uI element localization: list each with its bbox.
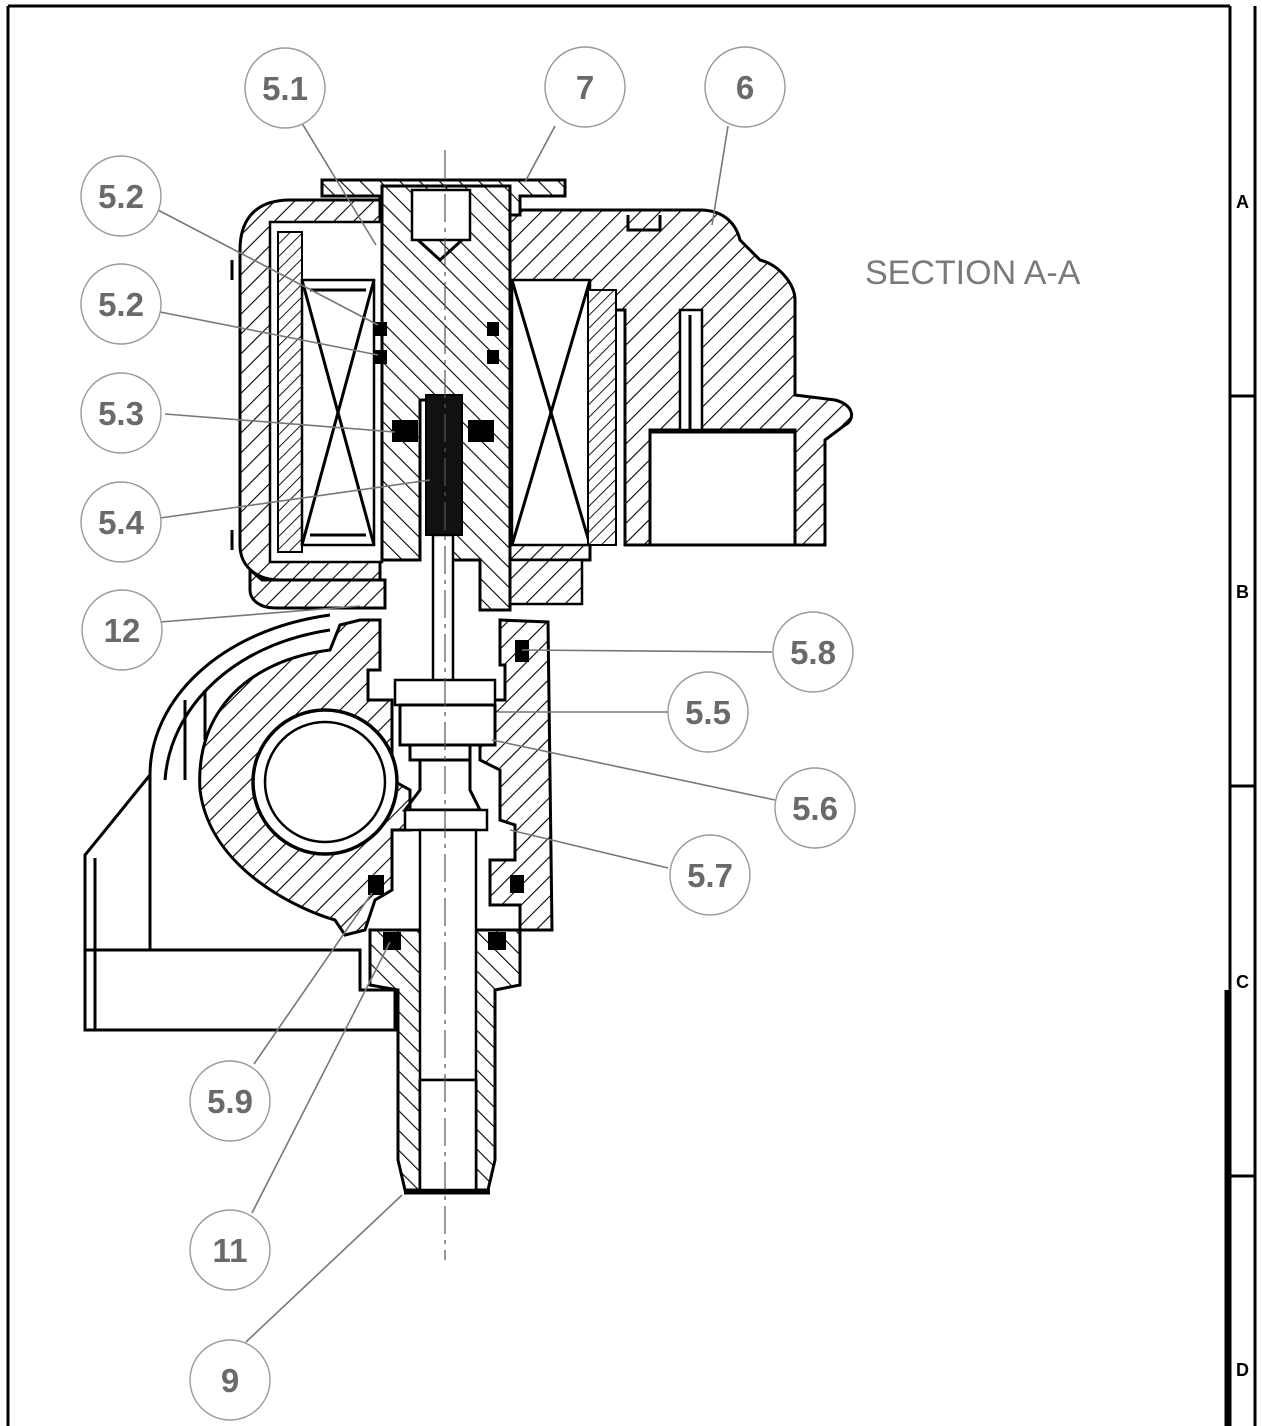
balloon-9: 9 (189, 1339, 271, 1421)
balloon-5-7: 5.7 (669, 834, 751, 916)
zone-label-a: A (1236, 192, 1249, 212)
balloon-7: 7 (544, 46, 626, 128)
balloon-5-6: 5.6 (774, 767, 856, 849)
balloon-5-9: 5.9 (189, 1060, 271, 1142)
balloon-5-8: 5.8 (772, 611, 854, 693)
outlet-nozzle (368, 828, 522, 1195)
balloon-7-label: 7 (576, 69, 594, 106)
zone-label-c: C (1236, 972, 1249, 992)
balloon-5-1-label: 5.1 (262, 70, 308, 107)
zone-label-d: D (1236, 1360, 1249, 1380)
balloon-11-label: 11 (213, 1232, 248, 1269)
balloon-5-2-lower-label: 5.2 (98, 286, 144, 323)
balloon-5-1: 5.1 (244, 47, 326, 129)
armature-tube (375, 184, 512, 687)
balloon-5-6-label: 5.6 (792, 790, 838, 827)
balloon-5-4: 5.4 (80, 481, 162, 563)
balloon-5-5-label: 5.5 (685, 694, 731, 731)
balloon-5-2-upper-label: 5.2 (98, 178, 144, 215)
balloon-12-label: 12 (104, 612, 141, 649)
balloon-6: 6 (704, 46, 786, 128)
coil-body-right (508, 208, 854, 606)
balloon-5-2-lower: 5.2 (80, 263, 162, 345)
balloon-5-5: 5.5 (667, 671, 749, 753)
balloon-12: 12 (81, 589, 163, 671)
balloon-5-2-upper: 5.2 (80, 155, 162, 237)
coil-winding-left (277, 231, 376, 553)
section-title: SECTION A-A (865, 254, 1081, 292)
balloon-5-3-label: 5.3 (98, 395, 144, 432)
balloon-5-3: 5.3 (80, 372, 162, 454)
balloon-5-4-label: 5.4 (98, 504, 145, 541)
balloon-6-label: 6 (736, 69, 754, 106)
leader-lines (157, 119, 776, 1343)
balloon-5-8-label: 5.8 (790, 634, 836, 671)
valve-body (198, 618, 554, 937)
balloon-5-7-label: 5.7 (687, 857, 733, 894)
balloon-5-9-label: 5.9 (207, 1083, 253, 1120)
balloon-11: 11 (189, 1209, 271, 1291)
balloon-9-label: 9 (221, 1362, 239, 1399)
zone-label-b: B (1236, 582, 1249, 602)
drawing-frame: A B C D (6, 4, 1257, 1426)
